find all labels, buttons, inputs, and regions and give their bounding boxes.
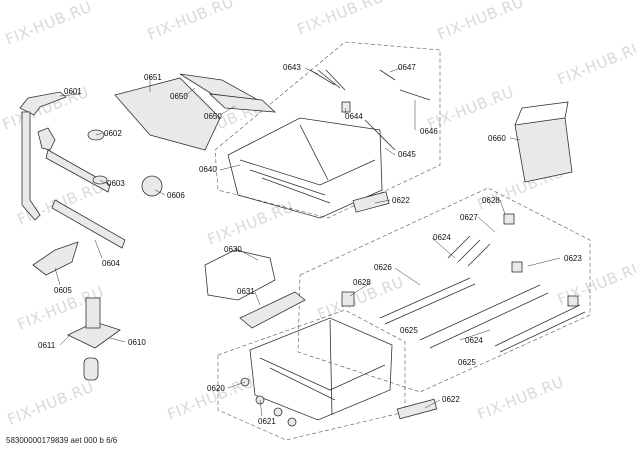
label-0625-right: 0625 bbox=[458, 358, 476, 367]
lower-basket bbox=[204, 249, 438, 427]
fine-filter bbox=[83, 357, 99, 381]
label-0660: 0660 bbox=[488, 134, 506, 143]
lower-racks-group-outline bbox=[297, 187, 591, 393]
watermark: FIX-HUB.RU bbox=[205, 198, 297, 249]
label-0601: 0601 bbox=[64, 87, 82, 96]
label-0623: 0623 bbox=[564, 254, 582, 263]
label-0602: 0602 bbox=[104, 129, 122, 138]
group-outlines bbox=[214, 41, 591, 441]
label-0605: 0605 bbox=[54, 286, 72, 295]
label-0611: 0611 bbox=[38, 341, 56, 350]
filter-disc bbox=[141, 175, 163, 197]
spray-arm-assembly bbox=[19, 91, 163, 276]
cutlery-basket-handle bbox=[514, 101, 569, 126]
label-0610: 0610 bbox=[128, 338, 146, 347]
label-0630: 0630 bbox=[224, 245, 242, 254]
label-0643: 0643 bbox=[283, 63, 301, 72]
part-labels: 0601 0602 0603 0604 0605 0606 0610 0611 … bbox=[38, 63, 582, 426]
lower-basket-handle bbox=[396, 398, 438, 420]
upper-basket bbox=[227, 69, 431, 219]
watermark: FIX-HUB.RU bbox=[555, 38, 636, 89]
upper-basket-wires bbox=[239, 124, 376, 204]
label-0631: 0631 bbox=[237, 287, 255, 296]
label-0624-lower: 0624 bbox=[465, 336, 483, 345]
watermark: FIX-HUB.RU bbox=[3, 0, 95, 49]
cutlery-tray bbox=[114, 77, 221, 151]
label-0606: 0606 bbox=[167, 191, 185, 200]
label-0622-upper: 0622 bbox=[392, 196, 410, 205]
rack-clip-right bbox=[511, 261, 523, 273]
label-0620: 0620 bbox=[207, 384, 225, 393]
lower-basket-rails bbox=[204, 249, 276, 301]
watermark: FIX-HUB.RU bbox=[555, 258, 636, 309]
lower-basket-wires bbox=[259, 319, 386, 416]
label-0645: 0645 bbox=[398, 150, 416, 159]
label-0650-upper: 0650 bbox=[170, 92, 188, 101]
upper-basket-group-outline bbox=[214, 41, 441, 219]
watermark: FIX-HUB.RU bbox=[425, 83, 517, 134]
wheel bbox=[273, 407, 283, 417]
label-0621: 0621 bbox=[258, 417, 276, 426]
cutlery-basket bbox=[514, 101, 573, 183]
watermark: FIX-HUB.RU bbox=[145, 0, 237, 44]
label-0644: 0644 bbox=[345, 112, 363, 121]
upper-feed-pipe bbox=[19, 91, 67, 116]
label-0624-upper: 0624 bbox=[433, 233, 451, 242]
label-0651: 0651 bbox=[144, 73, 162, 82]
leader-lines bbox=[54, 67, 561, 417]
document-reference: 58300000179839 aet 000 b 6/6 bbox=[6, 436, 118, 445]
pipe-connector bbox=[37, 127, 56, 151]
tine-rack-upper bbox=[447, 235, 491, 267]
spray-shield-plate bbox=[32, 241, 79, 276]
rack-clip-left bbox=[341, 291, 355, 307]
label-0622-lower: 0622 bbox=[442, 395, 460, 404]
wheel bbox=[287, 417, 297, 427]
tine-racks bbox=[309, 69, 431, 151]
label-0625-left: 0625 bbox=[400, 326, 418, 335]
rack-clip-top bbox=[503, 213, 515, 225]
lower-basket-frame bbox=[249, 317, 393, 421]
folding-tine-rows bbox=[379, 277, 586, 353]
filter-cylinder bbox=[85, 297, 101, 329]
upper-basket-frame bbox=[227, 117, 383, 219]
rack-clip-bottom bbox=[567, 295, 579, 307]
watermark: FIX-HUB.RU bbox=[295, 0, 387, 39]
vertical-feed-pipe bbox=[21, 111, 41, 221]
label-0603: 0603 bbox=[107, 179, 125, 188]
label-0640: 0640 bbox=[199, 165, 217, 174]
rail-runner bbox=[239, 291, 306, 329]
basket-handle bbox=[352, 191, 390, 213]
label-0628-left: 0628 bbox=[353, 278, 371, 287]
watermark: FIX-HUB.RU bbox=[475, 373, 567, 424]
cutlery-basket-body bbox=[514, 117, 573, 183]
label-0646: 0646 bbox=[420, 127, 438, 136]
tray-rail-lower bbox=[208, 93, 277, 113]
watermark: FIX-HUB.RU bbox=[5, 378, 97, 429]
filter-assembly bbox=[67, 297, 121, 381]
label-0627: 0627 bbox=[460, 213, 478, 222]
cutlery-tray-parts bbox=[114, 73, 277, 151]
lower-spray-arm bbox=[51, 199, 126, 249]
watermark: FIX-HUB.RU bbox=[435, 0, 527, 44]
label-0650-lower: 0650 bbox=[204, 112, 222, 121]
label-0628-top: 0628 bbox=[482, 196, 500, 205]
label-0647: 0647 bbox=[398, 63, 416, 72]
label-0626: 0626 bbox=[374, 263, 392, 272]
lower-basket-group-outline bbox=[217, 309, 406, 441]
rack-clip bbox=[341, 101, 351, 113]
label-0604: 0604 bbox=[102, 259, 120, 268]
